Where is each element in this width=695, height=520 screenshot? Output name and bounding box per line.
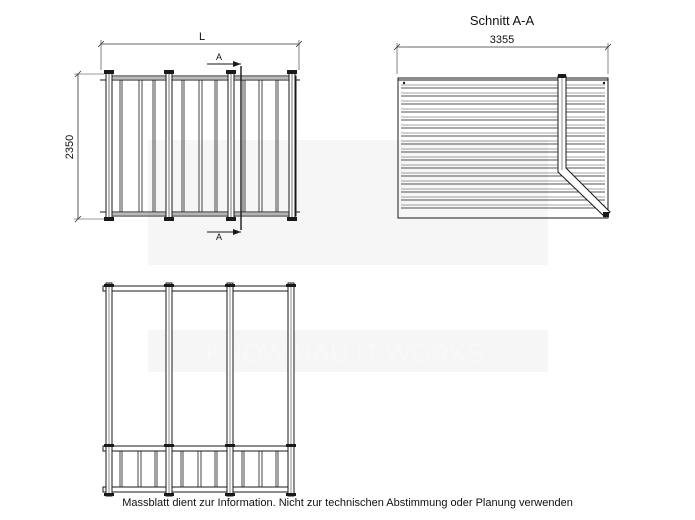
plan-width-label: L	[199, 31, 205, 43]
section-width-label: 3355	[490, 34, 514, 46]
footer-note: Massblatt dient zur Information. Nicht z…	[122, 497, 573, 509]
plan-feet	[104, 70, 297, 221]
plan-view	[74, 40, 303, 235]
plan-infill-bars	[119, 79, 279, 213]
front-clamps	[104, 284, 296, 496]
watermark-logo: HAU	[183, 126, 508, 294]
watermark-tagline: KNOW HAU IT WORKS	[206, 338, 484, 368]
section-marker-bottom: A	[216, 232, 222, 242]
section-view	[393, 43, 612, 219]
section-slats	[401, 84, 605, 209]
front-lower-infill	[119, 450, 279, 488]
plan-height-label: 2350	[64, 135, 76, 159]
watermark: HAU KNOW HAU IT WORKS	[148, 126, 548, 372]
section-title: Schnitt A-A	[470, 13, 535, 28]
front-posts	[105, 282, 295, 497]
front-view	[102, 282, 296, 497]
section-marker-top: A	[216, 52, 222, 62]
section-brace	[557, 75, 611, 218]
